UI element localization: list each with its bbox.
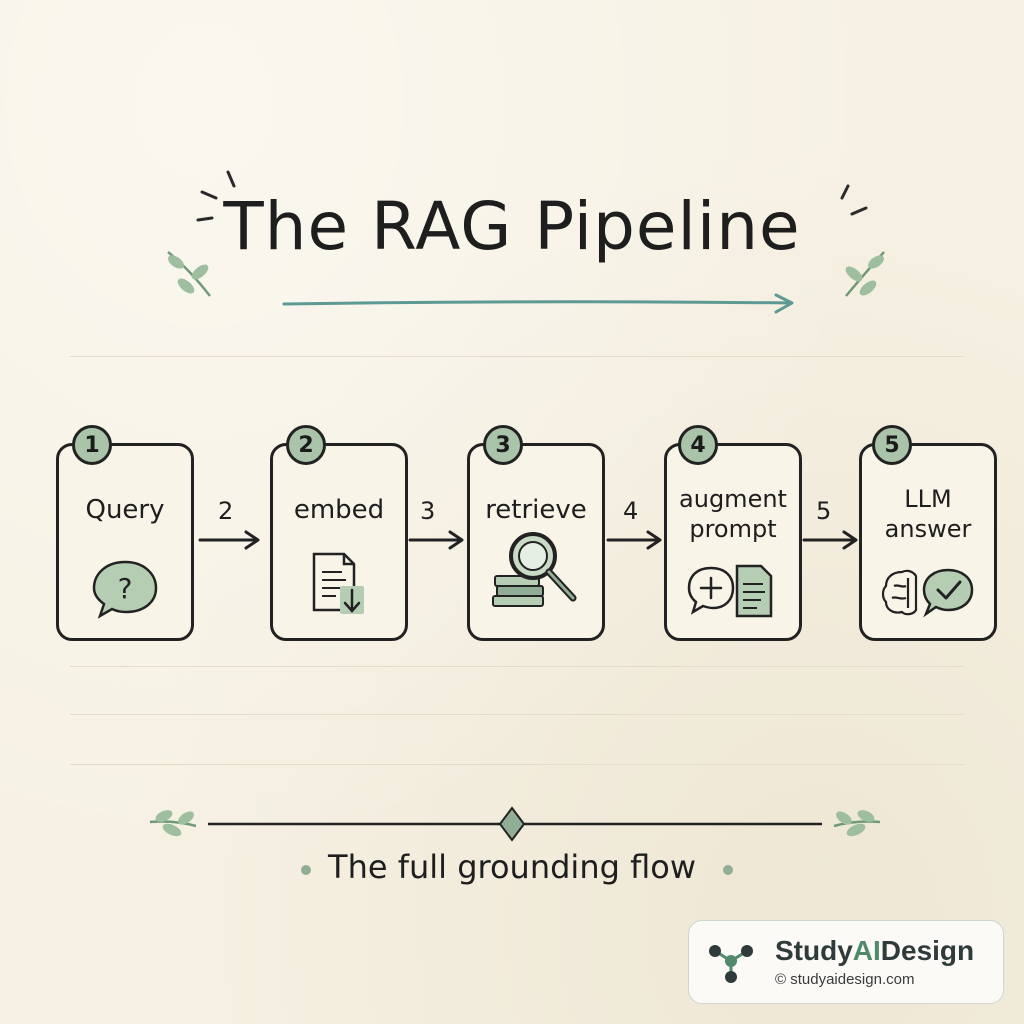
ruled-line bbox=[70, 666, 964, 667]
title-underline-arrow bbox=[282, 293, 794, 314]
question-bubble-icon: ? bbox=[59, 558, 191, 620]
connector-number: 5 bbox=[816, 497, 832, 525]
leaf-sprig-left-icon bbox=[167, 251, 211, 297]
sparkle-left-icon bbox=[196, 170, 236, 222]
step-label: augment prompt bbox=[679, 485, 787, 543]
footer-divider bbox=[150, 806, 881, 842]
step-card-retrieve: retrieve bbox=[467, 443, 605, 641]
plus-bubble-document-icon bbox=[667, 562, 799, 620]
ruled-line bbox=[70, 356, 964, 357]
step-label: retrieve bbox=[485, 495, 587, 525]
brain-check-icon bbox=[862, 564, 994, 620]
bullet-dot-left bbox=[301, 865, 311, 875]
footer-caption: The full grounding flow bbox=[328, 848, 696, 886]
step-number-badge: 4 bbox=[678, 425, 718, 465]
connector-number: 4 bbox=[623, 497, 639, 525]
step-label: LLM answer bbox=[884, 485, 972, 543]
svg-text:?: ? bbox=[118, 572, 133, 605]
connector-arrow bbox=[606, 530, 662, 550]
brand-badge[interactable]: StudyAIDesign © studyaidesign.com bbox=[688, 920, 1004, 1004]
leaf-sprig-right-icon bbox=[845, 251, 885, 297]
connector-number: 3 bbox=[420, 497, 436, 525]
connector-arrow bbox=[408, 530, 464, 550]
connector-arrow bbox=[802, 530, 858, 550]
step-number-badge: 3 bbox=[483, 425, 523, 465]
magnifier-books-icon bbox=[470, 526, 602, 620]
connector-arrow bbox=[198, 530, 260, 550]
sparkle-right-icon bbox=[840, 184, 868, 216]
step-card-query: Query ? bbox=[56, 443, 194, 641]
step-card-augment-prompt: augment prompt bbox=[664, 443, 802, 641]
page-title: The RAG Pipeline bbox=[223, 188, 801, 265]
ruled-line bbox=[70, 714, 964, 715]
diamond-icon bbox=[498, 806, 526, 842]
title-decorations bbox=[167, 170, 885, 297]
step-number-badge: 2 bbox=[286, 425, 326, 465]
step-number-badge: 1 bbox=[72, 425, 112, 465]
step-card-llm-answer: LLM answer bbox=[859, 443, 997, 641]
leaf-sprig-right-icon bbox=[833, 810, 881, 837]
step-number-badge: 5 bbox=[872, 425, 912, 465]
connector-number: 2 bbox=[218, 497, 234, 525]
brand-url: © studyaidesign.com bbox=[775, 971, 915, 988]
check-bubble-icon bbox=[922, 568, 974, 618]
network-logo-icon bbox=[709, 945, 753, 983]
step-card-embed: embed bbox=[270, 443, 408, 641]
brain-icon bbox=[881, 569, 918, 616]
document-download-icon bbox=[273, 550, 405, 620]
ruled-line bbox=[70, 764, 964, 765]
leaf-sprig-left-icon bbox=[150, 810, 197, 837]
step-label: Query bbox=[85, 495, 165, 525]
brand-name: StudyAIDesign bbox=[775, 935, 975, 966]
step-label: embed bbox=[293, 495, 385, 525]
bullet-dot-right bbox=[723, 865, 733, 875]
